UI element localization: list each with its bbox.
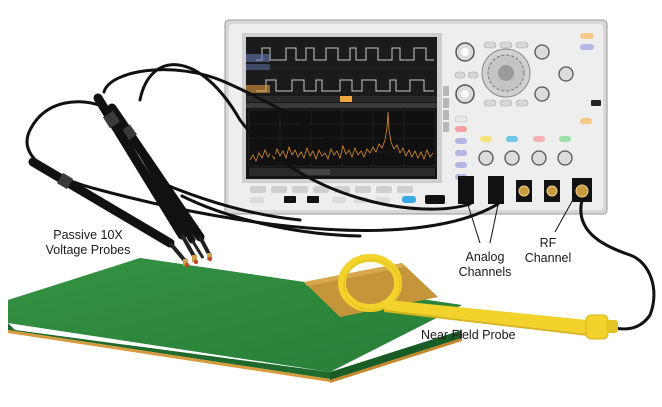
near-field-probe-label: Near Field Probe — [421, 328, 516, 342]
analog-channels-label: Analog Channels — [450, 250, 520, 280]
rf-cable — [579, 198, 656, 331]
power-button[interactable] — [284, 196, 296, 203]
knob-icon[interactable] — [455, 84, 475, 104]
orange-key[interactable] — [580, 33, 594, 39]
digital-trace-2 — [256, 79, 434, 92]
passive-probes-label: Passive 10X Voltage Probes — [32, 228, 144, 258]
main-dial-icon[interactable] — [481, 48, 531, 98]
rf-channel-label: RF Channel — [520, 236, 576, 266]
rf-spectrum-trace — [249, 111, 434, 162]
passive-probes-label-line1: Passive 10X — [53, 228, 123, 242]
probe-cables — [25, 63, 500, 238]
analog-input-1[interactable] — [458, 176, 474, 204]
knob-icon[interactable] — [534, 86, 550, 102]
rf-channel-label-line1: RF — [539, 236, 557, 250]
channel-knob-row[interactable] — [478, 150, 573, 166]
purple-key[interactable] — [580, 44, 594, 50]
passive-probes-label-line2: Voltage Probes — [45, 243, 131, 257]
oscilloscope-icon — [224, 19, 608, 215]
black-key[interactable] — [591, 100, 601, 106]
bnc-connector-icon[interactable] — [516, 180, 532, 202]
rf-channel-label-line2: Channel — [524, 251, 572, 265]
bnc-connector-icon[interactable] — [544, 180, 560, 202]
usb-port — [425, 195, 445, 204]
label-leaders — [467, 195, 576, 244]
analog-channels-label-line2: Channels — [458, 265, 512, 279]
loop-probe-icon — [338, 254, 618, 340]
blue-button[interactable] — [402, 196, 416, 203]
probe-tips — [184, 256, 213, 268]
menu-button[interactable] — [307, 196, 319, 203]
knob-icon[interactable] — [534, 44, 550, 60]
analog-channels-label-line1: Analog — [465, 250, 505, 264]
bnc-connector-icon[interactable] — [572, 178, 592, 202]
voltage-probe-icon — [28, 157, 188, 266]
voltage-probe-icon — [93, 93, 197, 262]
analog-input-2[interactable] — [488, 176, 504, 204]
knob-icon[interactable] — [558, 66, 574, 82]
voltage-probe-icon — [136, 146, 205, 259]
digital-trace-1 — [256, 47, 434, 61]
circuit-board-icon — [8, 258, 462, 383]
knob-icon[interactable] — [455, 42, 475, 62]
